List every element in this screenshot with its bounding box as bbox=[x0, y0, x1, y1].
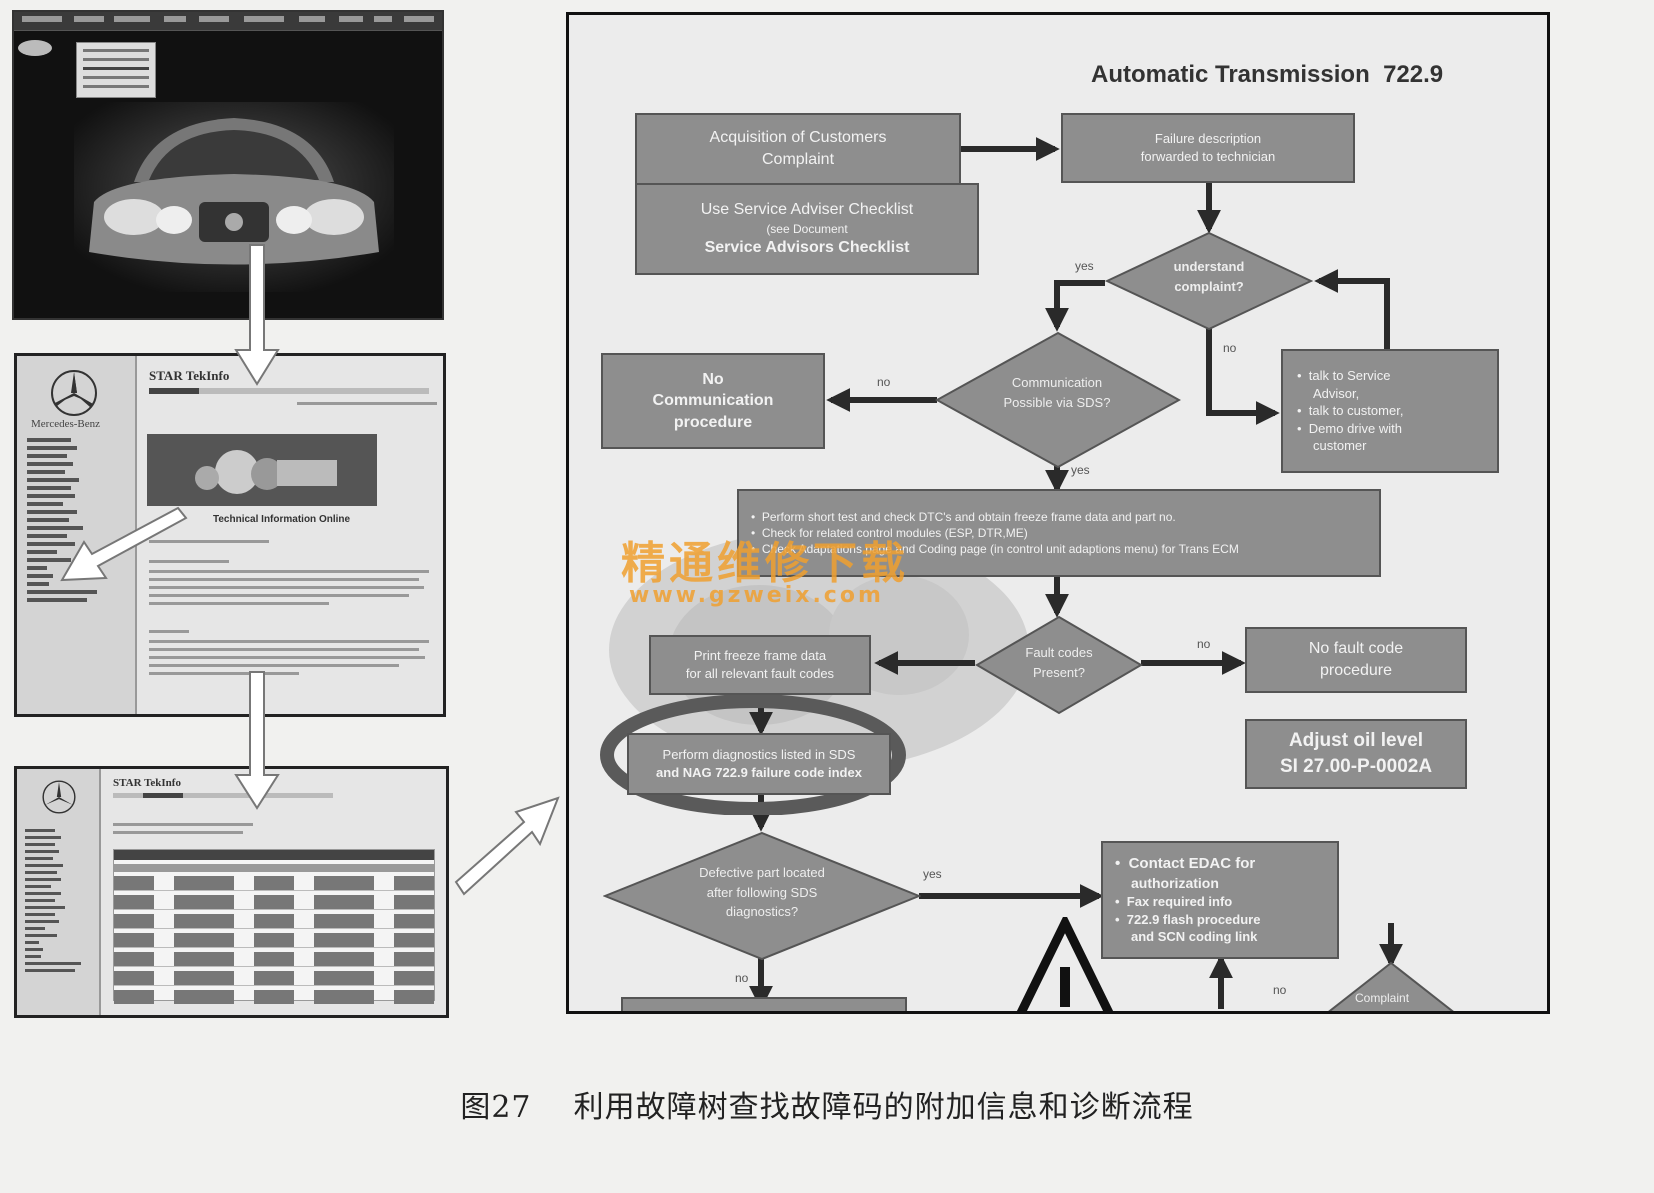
sidebar: Mercedes-Benz bbox=[17, 356, 137, 714]
warning-triangle-icon bbox=[1016, 917, 1114, 1011]
fault-codes-present-diamond bbox=[975, 615, 1143, 715]
car-splash-screenshot bbox=[12, 10, 444, 320]
watermark-chinese: 精通维修下载 bbox=[621, 538, 909, 589]
star-tekinfo-home-screenshot: Mercedes-Benz STAR TekInfo Technical Inf… bbox=[14, 353, 446, 717]
table-row[interactable] bbox=[114, 876, 434, 891]
screen-link-arrows bbox=[60, 244, 560, 896]
yes-label-3: yes bbox=[923, 867, 942, 881]
contact-edac-box: • Contact EDAC for authorization • Fax r… bbox=[1101, 841, 1339, 959]
dropdown-menu[interactable] bbox=[76, 42, 156, 98]
no-label-5: no bbox=[1273, 983, 1287, 997]
talk-to-advisor-box: • talk to Service Advisor, • talk to cus… bbox=[1281, 349, 1499, 473]
tab-strip[interactable] bbox=[113, 793, 333, 798]
defective-part-diamond bbox=[603, 831, 921, 961]
table-row[interactable] bbox=[114, 952, 434, 967]
brand-name: Mercedes-Benz bbox=[31, 418, 101, 430]
app-menu-bar bbox=[14, 12, 442, 31]
communication-possible-diamond bbox=[935, 331, 1181, 469]
star-logo-icon bbox=[42, 780, 76, 814]
table-row[interactable] bbox=[114, 914, 434, 929]
table-row[interactable] bbox=[114, 933, 434, 948]
diagonal-arrow-right bbox=[454, 796, 560, 896]
no-label-2: no bbox=[877, 375, 891, 389]
transmission-photo bbox=[147, 434, 377, 506]
yes-label-2: yes bbox=[1071, 463, 1090, 477]
table-row[interactable] bbox=[114, 971, 434, 986]
checklist-box: Use Service Adviser Checklist (see Docum… bbox=[635, 183, 979, 275]
complaint-diamond-partial bbox=[1328, 961, 1454, 1011]
no-label-1: no bbox=[1223, 341, 1237, 355]
sidebar bbox=[17, 769, 101, 1015]
tab-strip[interactable] bbox=[149, 388, 429, 394]
table-row[interactable] bbox=[114, 990, 434, 1004]
results-table bbox=[113, 849, 435, 1004]
no-label-4: no bbox=[735, 971, 749, 985]
watermark-url: www.gzweix.com bbox=[629, 583, 884, 608]
bottom-box-partial bbox=[621, 997, 907, 1011]
table-row[interactable] bbox=[114, 895, 434, 910]
flow-connectors bbox=[749, 137, 1403, 1010]
yes-label-1: yes bbox=[1075, 259, 1094, 273]
car-front-image bbox=[74, 102, 394, 292]
star-logo-icon bbox=[51, 370, 97, 416]
logo-badge bbox=[18, 40, 52, 56]
highlight-ellipse bbox=[600, 695, 906, 815]
star-tekinfo-table-screenshot: STAR TekInfo bbox=[14, 766, 449, 1018]
star-title: STAR TekInfo bbox=[149, 368, 230, 383]
tech-info-heading: Technical Information Online bbox=[213, 514, 351, 525]
down-arrow-1 bbox=[234, 244, 280, 386]
complaint-label: Complaint bbox=[1355, 991, 1410, 1005]
diagnostic-flowchart: Automatic Transmission 722.9 bbox=[566, 12, 1550, 1014]
flowchart-title: Automatic Transmission 722.9 bbox=[1091, 61, 1444, 88]
diagonal-arrow-left bbox=[60, 506, 188, 582]
figure-caption: 图27 利用故障树查找故障码的附加信息和诊断流程 bbox=[460, 1090, 1194, 1125]
perform-short-test-box: • Perform short test and check DTC's and… bbox=[737, 489, 1381, 577]
down-arrow-2 bbox=[234, 671, 280, 810]
no-label-3: no bbox=[1197, 637, 1211, 651]
understand-complaint-diamond bbox=[1105, 231, 1313, 331]
star-title: STAR TekInfo bbox=[113, 777, 181, 789]
